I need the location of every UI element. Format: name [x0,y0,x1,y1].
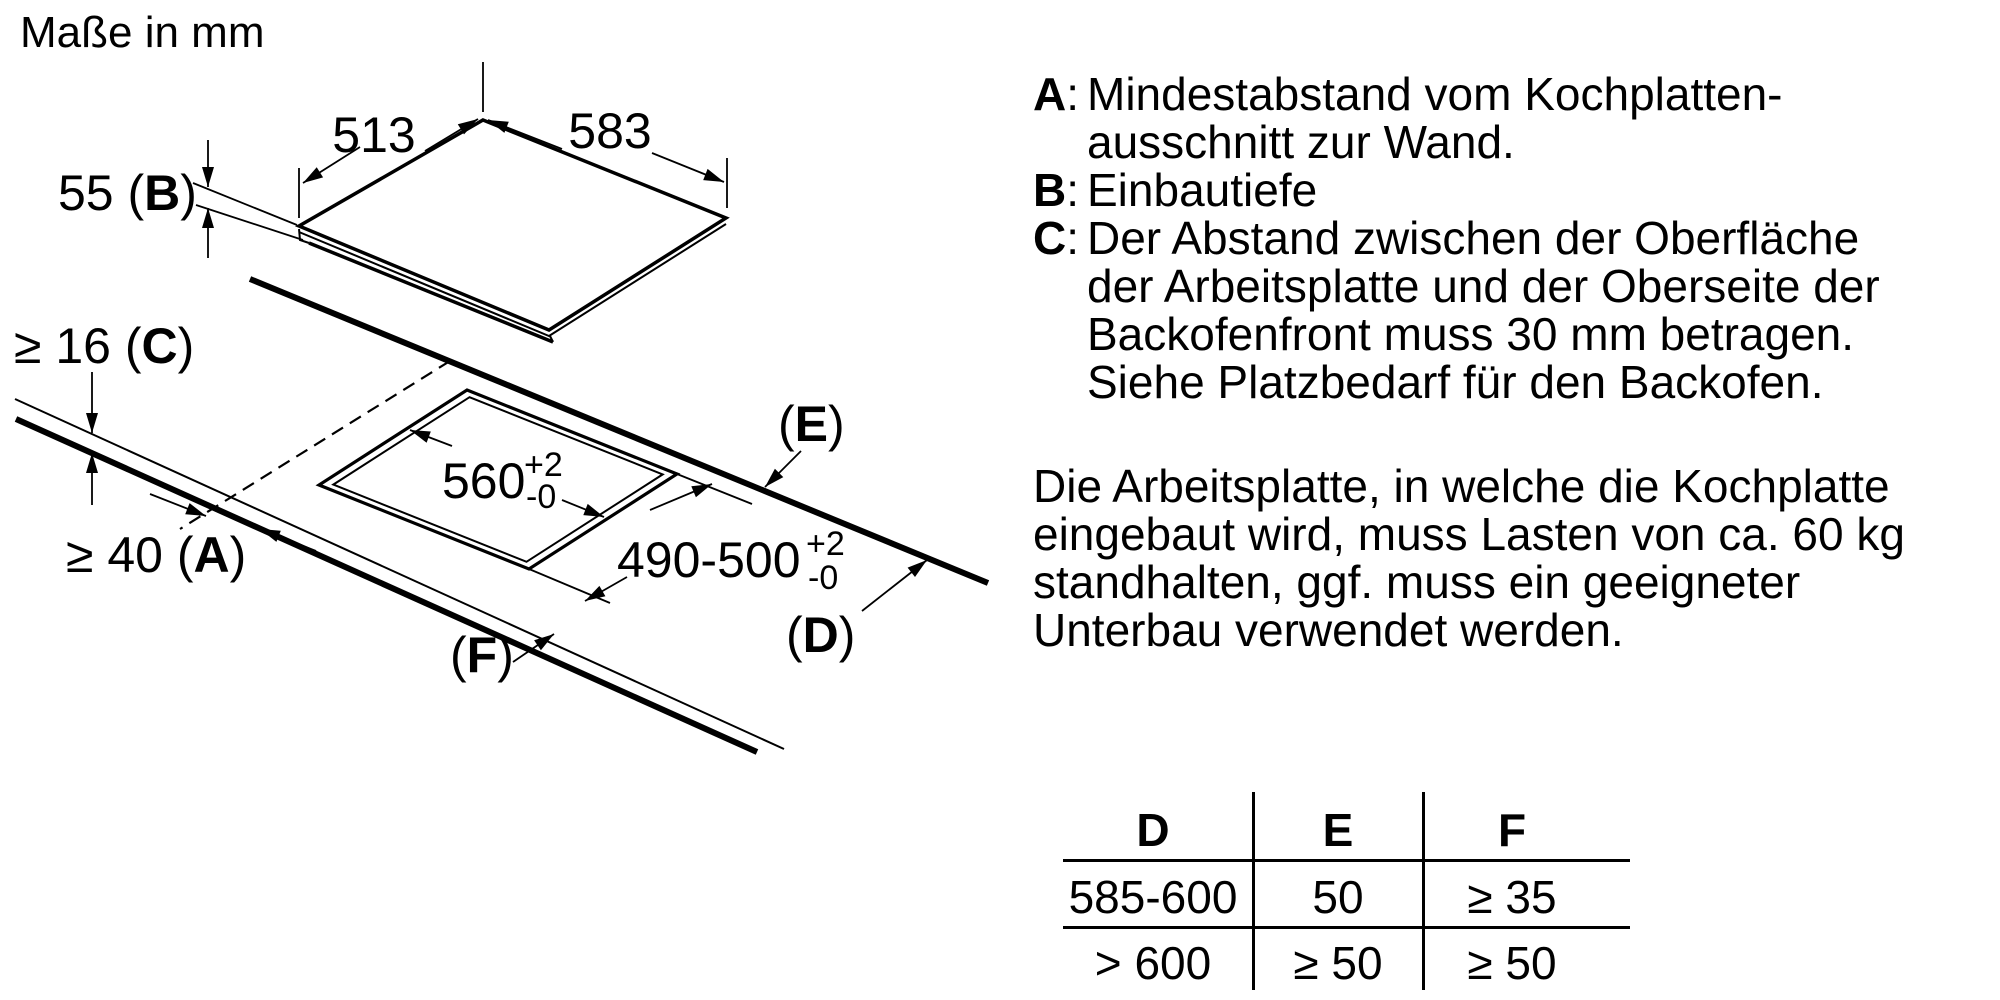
dim-560-label: 560 [442,453,525,509]
table-cell-f2: ≥ 50 [1467,937,1557,989]
arrowhead-a-upper [185,503,206,516]
arrowhead-a-lower [260,529,281,542]
arrowhead-583-right [703,168,724,182]
dim-490-500-tol-plus: +2 [806,525,845,563]
arrowhead-label-e [765,468,784,487]
cooktop-tub-step [298,228,310,244]
table-cell-e2: ≥ 50 [1293,937,1383,989]
arrowhead-583-left [488,120,509,133]
table-cell-f1: ≥ 35 [1467,871,1557,923]
table-cell-d2: > 600 [1094,937,1212,989]
note-line: standhalten, ggf. muss ein geeigneter [1033,556,1801,608]
dim-560-tol-minus: -0 [526,478,556,516]
arrowhead-b-bottom [202,208,214,228]
table-header-f: F [1497,804,1527,856]
dim-513-label: 513 [332,107,415,163]
cutout-inner [331,396,665,563]
arrowhead-label-f [534,634,554,651]
worktop-front-bottom-edge [14,416,759,755]
cooktop-tub-end [549,335,554,343]
arrowhead-513-left [303,167,324,183]
note-line: Die Arbeitsplatte, in welche die Kochpla… [1033,460,1890,512]
arrowhead-b-top [202,167,214,187]
table-header-d: D [1136,804,1170,856]
worktop-front-top-edge [14,398,785,750]
arrowhead-label-d [907,560,927,577]
ext-line-b-bottom [195,204,304,241]
ext-line-cutout-right [676,473,753,505]
legend-line-c2: der Arbeitsplatte und der Oberseite der [1087,260,1880,312]
table-vline-2 [1422,792,1425,990]
legend-line-c3: Backofenfront muss 30 mm betragen. [1087,308,1855,360]
dim-583-label: 583 [568,103,651,159]
dim-a-label: ≥ 40 (A) [66,527,246,583]
table-hline-1 [1063,859,1630,862]
arrowhead-490-upper [691,484,712,498]
table-header-e: E [1322,804,1354,856]
dim-490-500-tol-minus: -0 [808,559,838,597]
table-vline-1 [1252,792,1255,990]
table-cell-e1: 50 [1312,871,1364,923]
legend-line-a1: A:Mindestabstand vom Kochplatten- [1033,68,1783,120]
ext-line-b-top [192,182,298,226]
legend-line-c4: Siehe Platzbedarf für den Backofen. [1087,356,1824,408]
worktop-back-edge [248,276,990,586]
table-cell-d1: 585-600 [1068,871,1238,923]
cooktop-top-outline [295,118,730,332]
dim-490-500-label: 490-500 [617,532,801,588]
cutout-alignment-dashed-line [179,360,451,530]
note-line: Unterbau verwendet werden. [1033,604,1624,656]
dim-560-tol-plus: +2 [524,446,563,484]
arrowhead-490-lower [585,585,606,601]
cooktop-glass-edge [298,223,727,338]
arrowhead-513-right [457,119,478,135]
arrowhead-560-right [583,503,604,517]
legend-line-b: B:Einbautiefe [1033,164,1318,216]
legend-line-a2: ausschnitt zur Wand. [1087,116,1515,168]
label-f: (F) [450,627,514,683]
arrowhead-c-bottom [86,453,98,473]
note-line: eingebaut wird, muss Lasten von ca. 60 k… [1033,508,1905,560]
page-title: Maße in mm [20,8,265,57]
cooktop-tub-bottom [308,241,554,344]
legend-line-c1: C:Der Abstand zwischen der Oberfläche [1033,212,1860,264]
installation-diagram: 513 583 55 (B) ≥ 16 (C) ≥ 40 (A) 560 +2 … [14,62,990,755]
dim-b-label: 55 (B) [58,165,197,221]
label-d: (D) [786,607,855,663]
label-e: (E) [778,396,845,452]
dim-c-label: ≥ 16 (C) [14,318,194,374]
arrowhead-560-left [410,430,431,443]
arrowhead-c-top [86,413,98,433]
legend: A:Mindestabstand vom Kochplatten- aussch… [1033,70,1880,406]
table-hline-2 [1063,926,1630,929]
load-note: Die Arbeitsplatte, in welche die Kochpla… [1033,462,1905,654]
